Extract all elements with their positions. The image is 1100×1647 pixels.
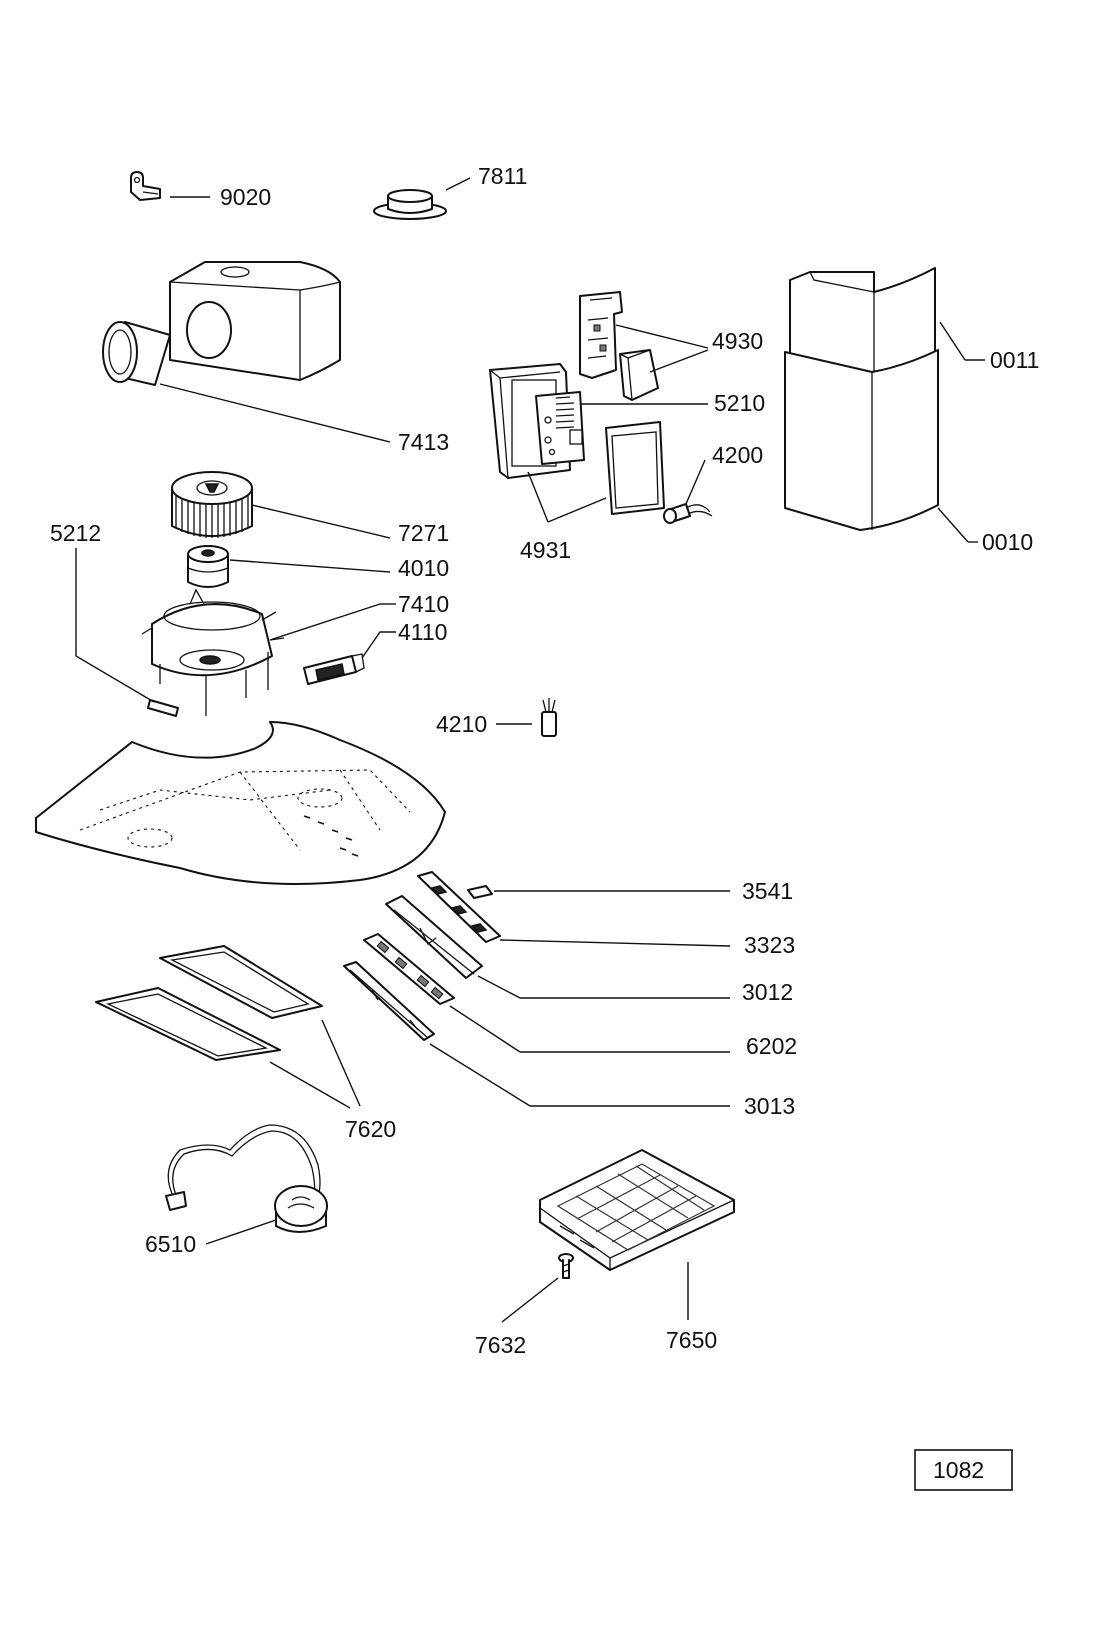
label-7811: 7811 — [478, 163, 527, 189]
label-4110: 4110 — [398, 619, 447, 645]
label-7271: 7271 — [398, 520, 449, 546]
screw-7632 — [558, 1253, 574, 1279]
terminal-relay-4930 — [579, 291, 659, 401]
front-strip-3012 — [385, 895, 483, 979]
label-4200: 4200 — [712, 442, 763, 468]
carbon-filter-7650 — [539, 1149, 735, 1271]
fan-wheel-7271 — [171, 471, 253, 538]
label-9020: 9020 — [220, 184, 271, 210]
circuit-board-5210 — [535, 391, 585, 465]
remote-sensor-6510 — [165, 1124, 328, 1233]
lower-chimney-0010 — [784, 349, 939, 531]
motor-4010 — [187, 545, 229, 588]
capacitor-4200 — [663, 503, 713, 524]
ring-flange-7811 — [373, 189, 447, 220]
hood-canopy — [35, 721, 446, 885]
label-6510: 6510 — [145, 1231, 196, 1257]
label-7410: 7410 — [398, 591, 449, 617]
trim-strip-3013 — [343, 961, 435, 1041]
label-7413: 7413 — [398, 429, 449, 455]
label-3013: 3013 — [744, 1093, 795, 1119]
switch-4110 — [303, 653, 365, 685]
bracket-9020 — [130, 171, 161, 201]
label-4210: 4210 — [436, 711, 487, 737]
blower-housing-7413 — [102, 261, 341, 386]
label-3323: 3323 — [744, 932, 795, 958]
control-cover — [605, 421, 665, 515]
label-0011: 0011 — [990, 347, 1039, 373]
switch-board-6202 — [363, 933, 455, 1005]
label-6202: 6202 — [746, 1033, 797, 1059]
label-5210: 5210 — [714, 390, 765, 416]
sheet-id: 1082 — [933, 1457, 984, 1483]
label-7620: 7620 — [345, 1116, 396, 1142]
grease-filters-7620 — [95, 945, 323, 1061]
label-7632: 7632 — [475, 1332, 526, 1358]
control-panel-3323 — [417, 871, 501, 943]
label-4930: 4930 — [712, 328, 763, 354]
motor-frame-7410 — [141, 588, 285, 716]
label-4931: 4931 — [520, 537, 571, 563]
button-3541 — [467, 885, 493, 899]
sheet-id-box: 1082 — [914, 1449, 1013, 1491]
label-7650: 7650 — [666, 1327, 717, 1353]
lamp-4210 — [541, 698, 557, 737]
label-5212: 5212 — [50, 520, 101, 546]
label-4010: 4010 — [398, 555, 449, 581]
label-0010: 0010 — [982, 529, 1033, 555]
label-3541: 3541 — [742, 878, 793, 904]
label-3012: 3012 — [742, 979, 793, 1005]
clip-5212 — [147, 699, 179, 717]
